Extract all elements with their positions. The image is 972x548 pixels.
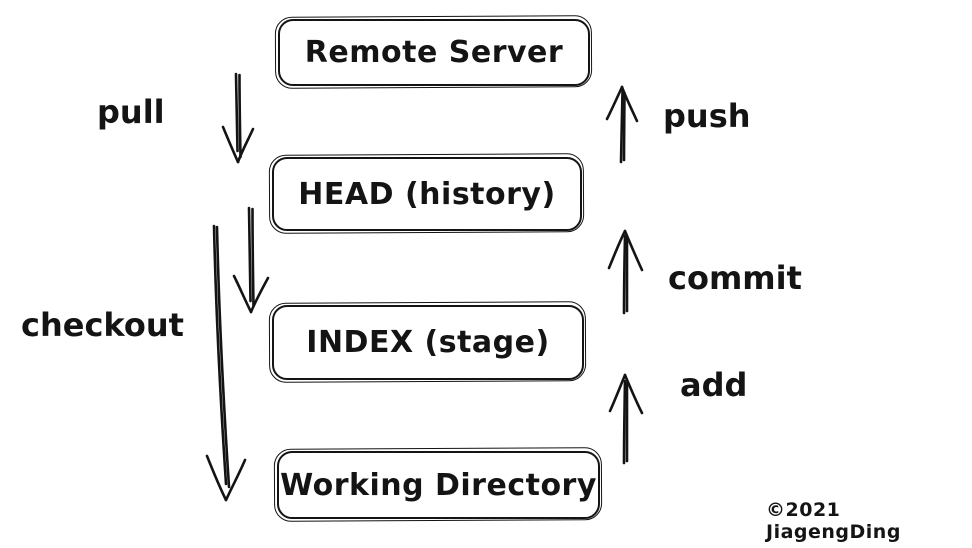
node-remote-server: Remote Server: [278, 19, 590, 86]
commit-label: commit: [668, 259, 802, 297]
add-label: add: [680, 366, 748, 404]
commit-up-arrow-icon: [607, 229, 644, 315]
checkout-label: checkout: [21, 306, 184, 344]
head-to-index-down-arrow-icon: [232, 206, 270, 314]
node-working-directory: Working Directory: [277, 451, 600, 519]
push-up-arrow-icon: [605, 85, 639, 164]
copyright-text: ©2021 JiagengDing: [766, 499, 901, 543]
checkout-down-arrow-icon: [205, 224, 247, 502]
node-head-history-label: HEAD (history): [298, 176, 556, 212]
node-head-history: HEAD (history): [272, 157, 582, 231]
push-label: push: [663, 97, 751, 135]
add-up-arrow-icon: [608, 373, 644, 465]
node-index-stage: INDEX (stage): [272, 305, 584, 380]
node-remote-server-label: Remote Server: [304, 35, 564, 70]
node-working-directory-label: Working Directory: [280, 467, 597, 503]
node-index-stage-label: INDEX (stage): [306, 325, 550, 360]
pull-label: pull: [97, 93, 165, 131]
pull-down-arrow-icon: [221, 72, 255, 164]
